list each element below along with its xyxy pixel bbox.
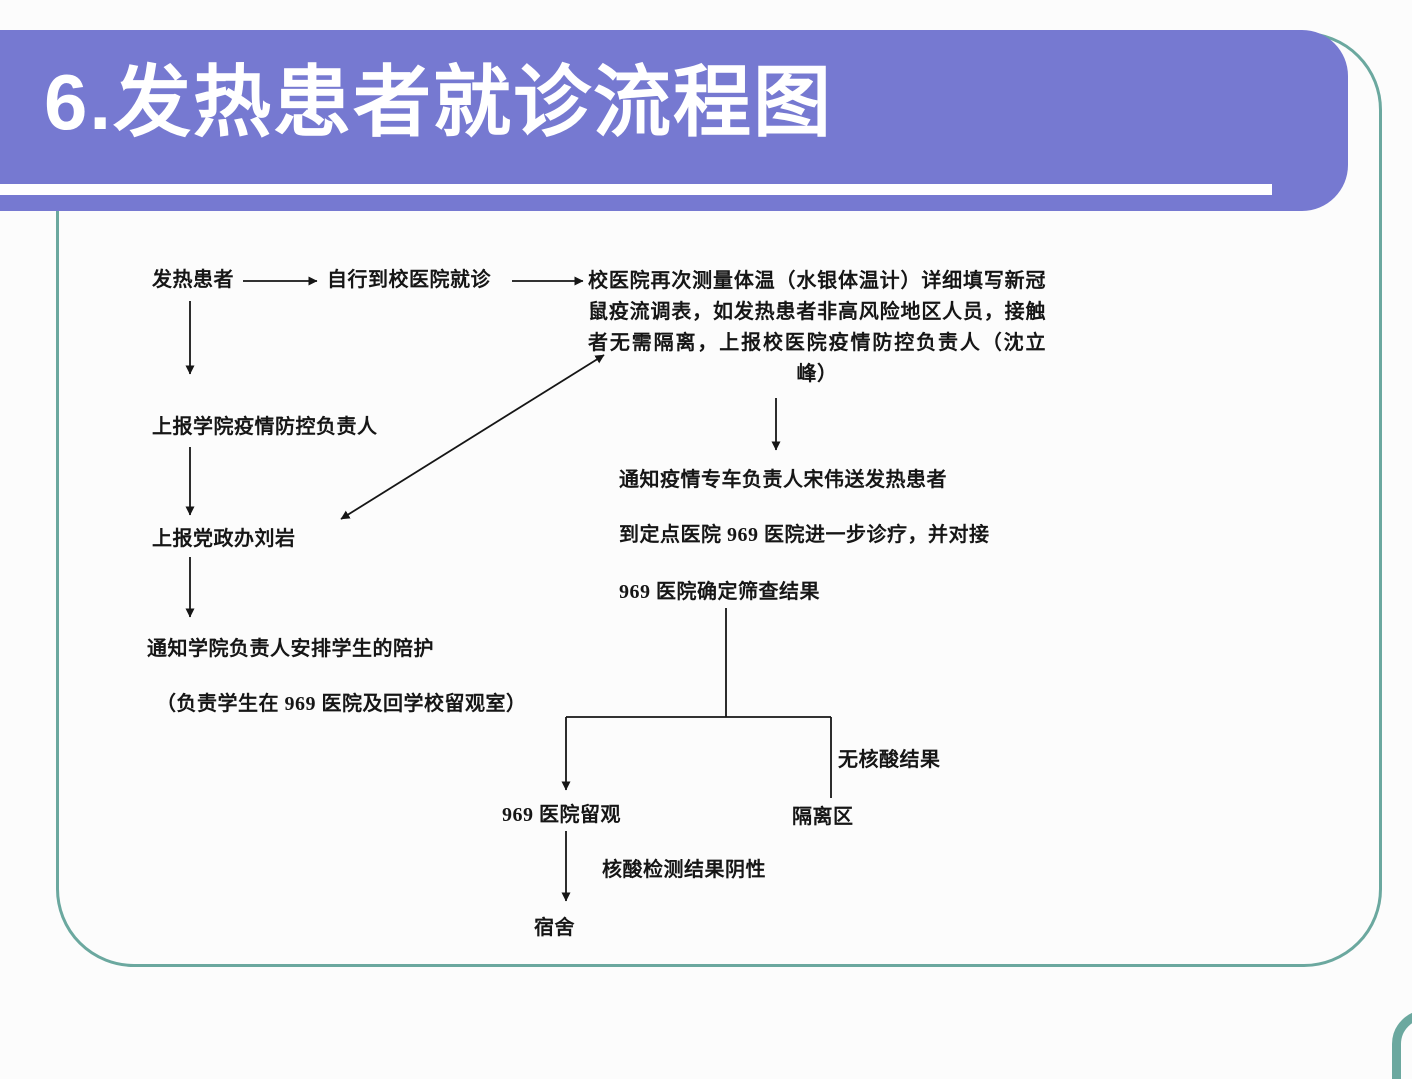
edge-label-no-nucleic-result: 无核酸结果 [838,749,941,771]
node-treatment-969: 到定点医院 969 医院进一步诊疗，并对接 [619,524,990,546]
title-banner [0,30,1348,211]
banner-underline [0,184,1272,195]
node-quarantine-zone: 隔离区 [792,806,854,828]
node-fever-patient: 发热患者 [152,269,234,291]
node-notify-college-leader-note: （负责学生在 969 医院及回学校留观室） [156,693,527,715]
node-hospital-check: 校医院再次测量体温（水银体温计）详细填写新冠鼠疫流调表，如发热患者非高风险地区人… [588,270,1046,385]
slide-title: 6.发热患者就诊流程图 [44,58,834,146]
node-self-visit: 自行到校医院就诊 [327,269,491,291]
node-notify-transport: 通知疫情专车负责人宋伟送发热患者 [619,469,947,491]
node-notify-college-leader: 通知学院负责人安排学生的陪护 [147,638,434,660]
node-report-party-office: 上报党政办刘岩 [152,528,296,550]
node-confirm-result: 969 医院确定筛查结果 [619,581,820,603]
corner-accent [1392,1010,1412,1079]
node-report-college: 上报学院疫情防控负责人 [152,416,378,438]
node-dormitory: 宿舍 [534,917,575,939]
node-observe-969: 969 医院留观 [502,804,621,826]
edge-label-nucleic-negative: 核酸检测结果阴性 [602,859,766,881]
